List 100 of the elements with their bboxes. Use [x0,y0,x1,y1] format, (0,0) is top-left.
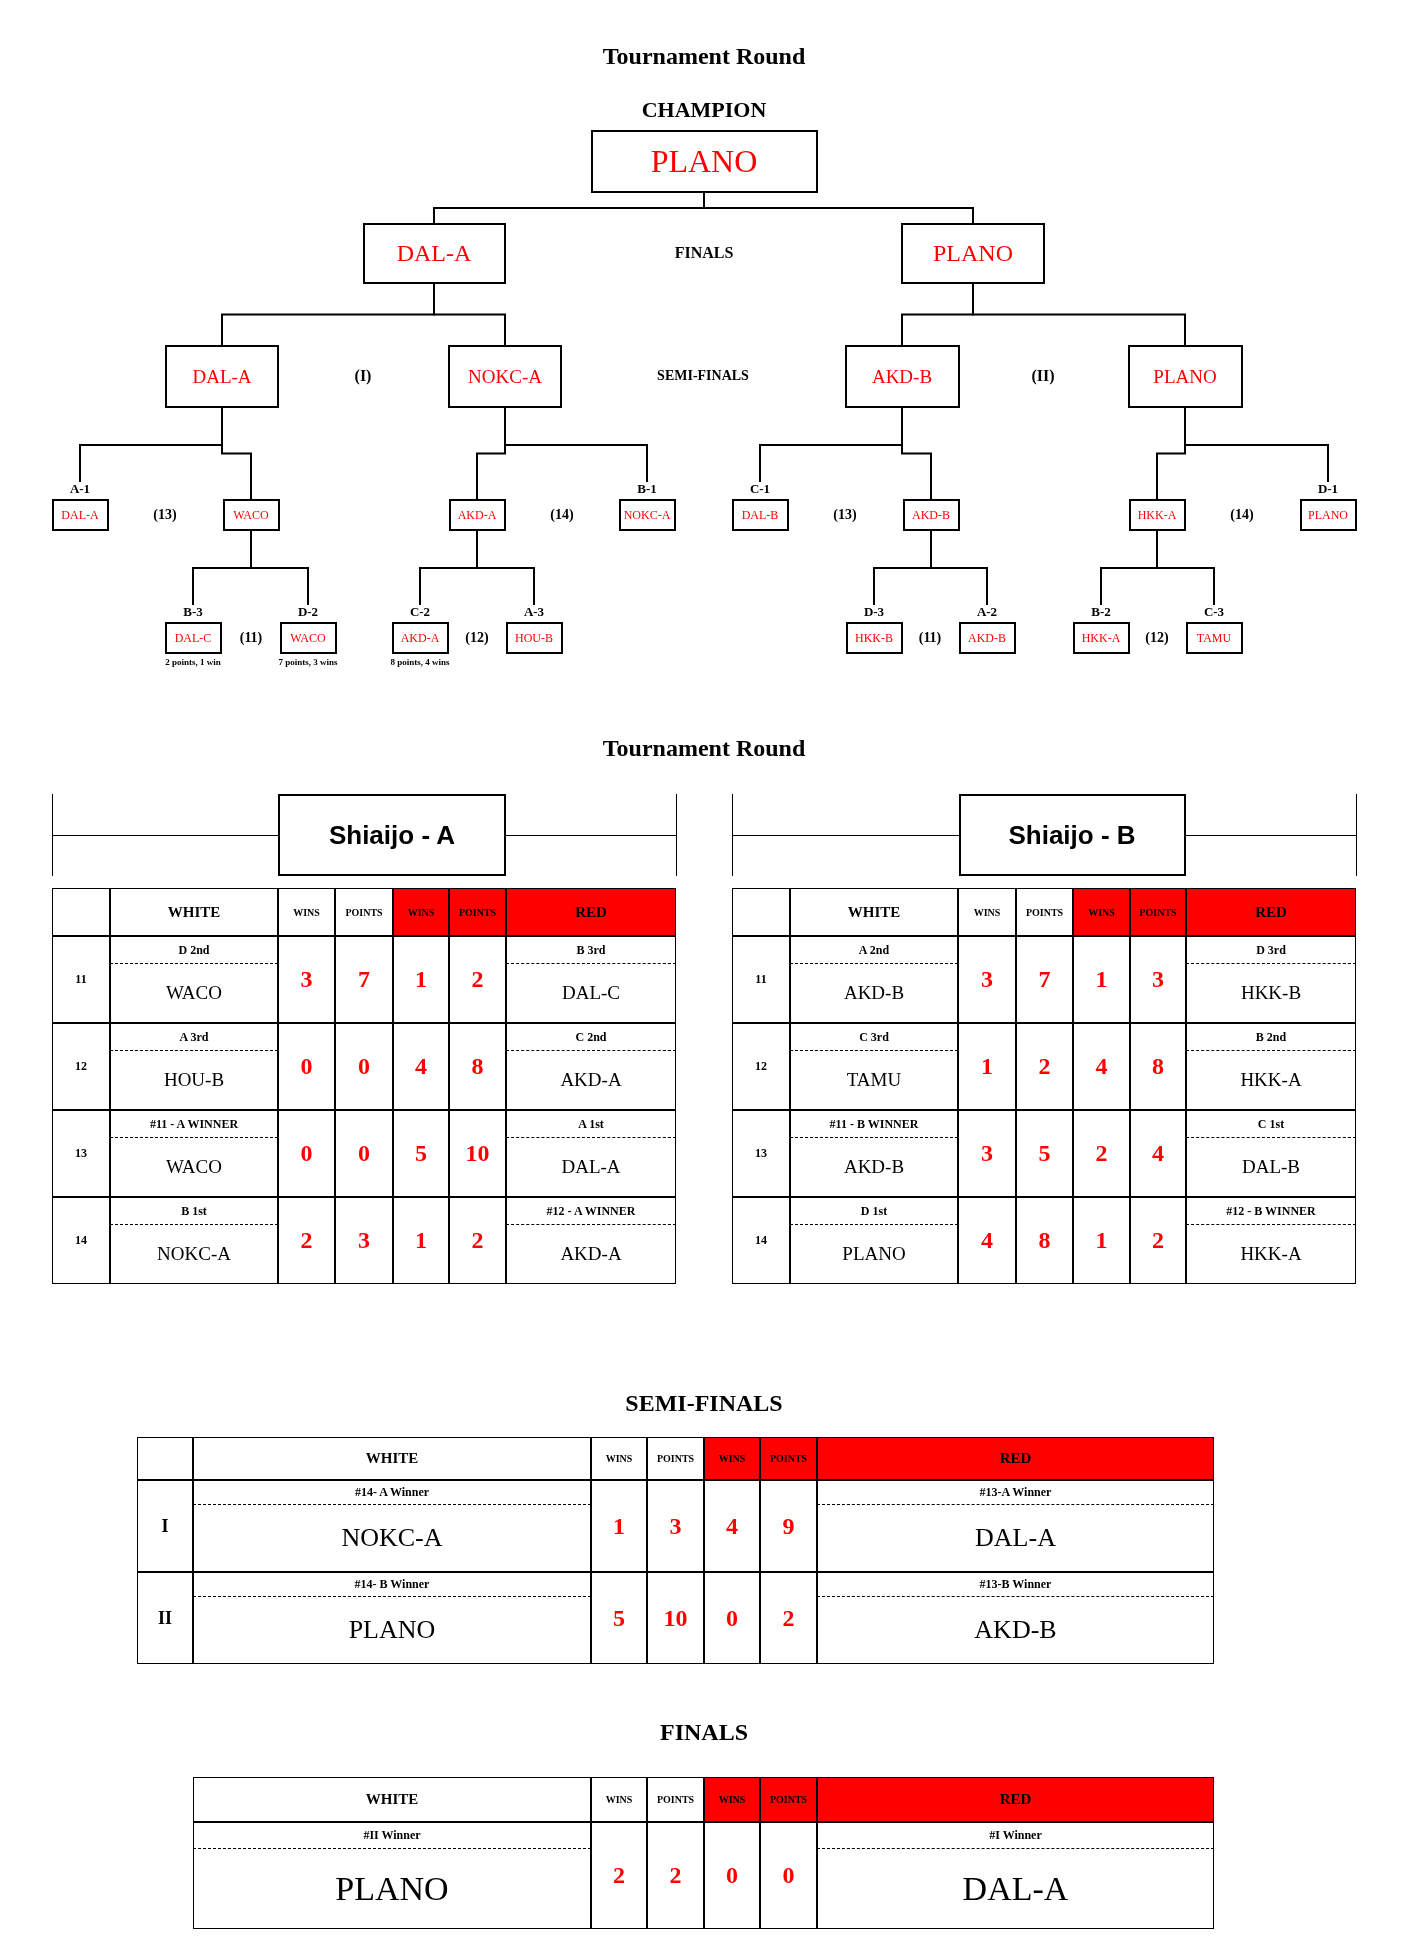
score: 0 [335,1110,393,1197]
seed-label: D 2nd [110,936,278,964]
team-name: WACO [110,964,278,1023]
team-name: NOKC-A [193,1505,591,1572]
score: 0 [335,1023,393,1110]
seed-label: A 2nd [790,936,958,964]
column-header: WINS [591,1437,647,1480]
team-name: HOU-B [110,1051,278,1110]
score: 0 [704,1572,760,1664]
team-name: NOKC-A [110,1225,278,1284]
team-name: TAMU [790,1051,958,1110]
seed-label: B-2 [1091,605,1111,621]
score: 5 [591,1572,647,1664]
score: 1 [958,1023,1016,1110]
match-label: (I) [354,367,372,385]
match-label: (II) [1031,367,1055,385]
team-name: DAL-A [817,1505,1214,1572]
row-number: 11 [52,936,110,1023]
column-header: RED [817,1437,1214,1480]
seed-label: A 3rd [110,1023,278,1051]
score: 5 [393,1110,449,1197]
seed-label: #12 - B WINNER [1186,1197,1356,1225]
score: 2 [1016,1023,1073,1110]
column-header: POINTS [449,888,506,936]
score: 2 [1130,1197,1186,1284]
row-number: 13 [52,1110,110,1197]
column-header: POINTS [647,1437,704,1480]
column-header: WHITE [790,888,958,936]
score: 2 [760,1572,817,1664]
seed-label: D-1 [1317,482,1339,498]
column-header: WINS [1073,888,1130,936]
seed-label: B 2nd [1186,1023,1356,1051]
column-header: POINTS [760,1437,817,1480]
team-box: PLANO [901,223,1045,284]
seed-label: B 1st [110,1197,278,1225]
score: 10 [449,1110,506,1197]
bracket-line [433,283,506,346]
score: 5 [1016,1110,1073,1197]
bracket-line [221,407,252,500]
team-name: DAL-B [1186,1138,1356,1197]
team-name: DAL-A [817,1849,1214,1929]
team-name: AKD-B [817,1597,1214,1664]
team-name: DAL-C [506,964,676,1023]
column-header: WINS [591,1777,647,1822]
bracket-line [250,530,309,606]
score: 8 [449,1023,506,1110]
column-header: WINS [393,888,449,936]
score: 9 [760,1480,817,1572]
match-number: (11) [239,630,263,646]
team-name: HKK-A [1186,1051,1356,1110]
team-name: PLANO [790,1225,958,1284]
team-box: HKK-B [845,622,903,654]
column-header: WHITE [193,1437,591,1480]
team-box: AKD-A [448,499,506,531]
score-note: 8 points, 4 wins [390,657,450,667]
match-number: (13) [833,507,857,523]
score: 3 [647,1480,704,1572]
seed-label: D 1st [790,1197,958,1225]
row-number: 11 [732,936,790,1023]
seed-label: B-1 [637,482,657,498]
round-label: SEMI-FINALS [657,368,749,384]
team-box: NOKC-A [618,499,676,531]
column-header: WINS [958,888,1016,936]
team-name: AKD-A [506,1225,676,1284]
score: 0 [760,1822,817,1929]
team-box: WACO [279,622,337,654]
team-name: AKD-B [790,1138,958,1197]
team-box: DAL-A [51,499,109,531]
team-name: PLANO [193,1597,591,1664]
column-header: WINS [704,1437,760,1480]
bracket-line [901,407,932,500]
column-header: POINTS [1016,888,1073,936]
round-label: FINALS [674,244,734,262]
seed-label: #14- B Winner [193,1572,591,1597]
match-number: (14) [1230,507,1254,523]
score: 2 [591,1822,647,1929]
seed-label: #14- A Winner [193,1480,591,1505]
team-name: WACO [110,1138,278,1197]
team-box: DAL-C [164,622,222,654]
team-name: HKK-B [1186,964,1356,1023]
seed-label: B 3rd [506,936,676,964]
score: 4 [1073,1023,1130,1110]
score: 2 [647,1822,704,1929]
seed-label: #13-A Winner [817,1480,1214,1505]
column-header: POINTS [760,1777,817,1822]
team-box: HKK-A [1128,499,1186,531]
score-note: 7 points, 3 wins [278,657,338,667]
score: 2 [449,936,506,1023]
score: 10 [647,1572,704,1664]
court-title-box: Shiaijo - A [278,794,506,876]
seed-label: D-3 [863,605,885,621]
score: 1 [393,936,449,1023]
seed-label: #13-B Winner [817,1572,1214,1597]
match-number: (13) [153,507,177,523]
score: 4 [1130,1110,1186,1197]
team-box: PLANO [590,130,818,193]
score: 2 [1073,1110,1130,1197]
team-box: HKK-A [1072,622,1130,654]
score: 2 [278,1197,335,1284]
score: 4 [704,1480,760,1572]
